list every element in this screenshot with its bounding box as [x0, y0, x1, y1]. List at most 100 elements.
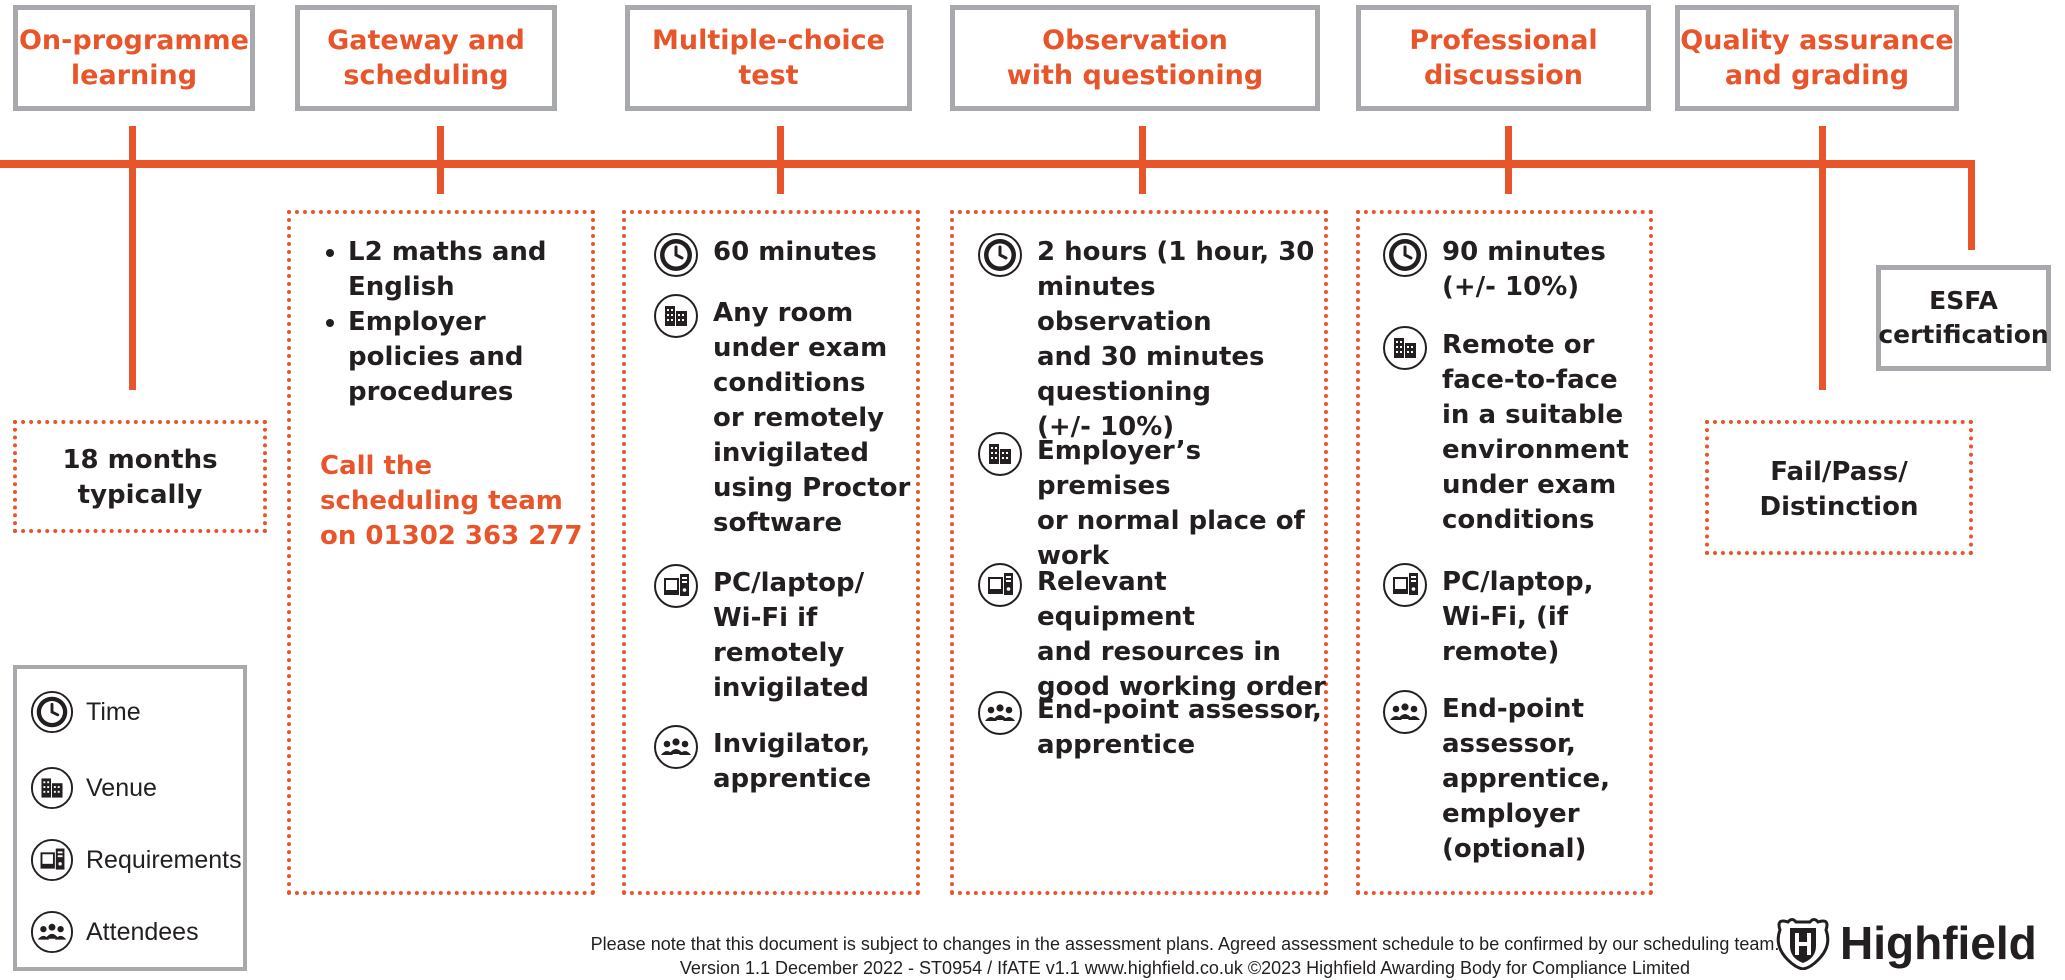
stage-discussion: Professional discussion: [1356, 5, 1651, 111]
stage-title: Gateway and: [327, 24, 525, 56]
footer-line: Please note that this document is subjec…: [590, 934, 1780, 954]
stage-observation: Observation with questioning: [950, 5, 1320, 111]
stage-mcq: Multiple-choice test: [625, 5, 912, 111]
stage-on-programme: On-programme learning: [13, 5, 255, 111]
mcq-attendees: Invigilator,apprentice: [713, 729, 872, 794]
stage-title: Observation: [1042, 24, 1228, 56]
legend-time: Time: [30, 690, 141, 734]
grade-line: Fail/Pass/: [1770, 457, 1908, 487]
people-icon: [30, 910, 74, 954]
footer-line: Version 1.1 December 2022 - ST0954 / IfA…: [679, 958, 1691, 978]
stage-title: Professional: [1409, 24, 1598, 56]
mcq-time: 60 minutes: [713, 237, 877, 267]
connector-qa: [1819, 126, 1826, 390]
legend-label: Venue: [86, 773, 157, 802]
legend-label: Attendees: [86, 917, 199, 946]
qa-grade-box: [1705, 420, 1973, 555]
on-programme-duration-box: [13, 420, 267, 533]
building-icon: [977, 431, 1023, 477]
mcq-panel: [622, 210, 920, 895]
stage-title: Quality assurance: [1680, 24, 1954, 56]
stage-title: On-programme: [18, 24, 249, 56]
duration-line: 18 months: [62, 445, 218, 475]
legend-venue: Venue: [30, 766, 157, 810]
stage-title: discussion: [1423, 60, 1584, 91]
legend-attendees: Attendees: [30, 910, 199, 954]
people-icon: [977, 690, 1023, 736]
connector-on-programme-down: [129, 166, 136, 390]
stage-title: with questioning: [1006, 60, 1264, 91]
stage-title: learning: [70, 60, 198, 91]
stage-title: scheduling: [343, 60, 509, 91]
computer-icon: [1382, 562, 1428, 608]
qa-grades: Fail/Pass/ Distinction: [1705, 455, 1973, 525]
esfa-line: certification: [1878, 320, 2049, 349]
building-icon: [1382, 325, 1428, 371]
computer-icon: [653, 563, 699, 609]
people-icon: [1382, 689, 1428, 735]
shield-icon: [1776, 918, 1830, 970]
observation-attendees: End-point assessor,apprentice: [1037, 695, 1322, 760]
timeline-bar: [0, 160, 1975, 168]
legend: [13, 665, 247, 971]
observation-attendees-row: End-point assessor,apprentice: [977, 693, 1327, 763]
stage-qa: Quality assurance and grading: [1675, 5, 1959, 111]
on-programme-duration: 18 months typically: [13, 443, 267, 513]
stage-gateway: Gateway and scheduling: [295, 5, 557, 111]
logo-text: Highfield: [1840, 917, 2037, 969]
legend-label: Time: [86, 697, 141, 726]
grade-line: Distinction: [1759, 492, 1919, 522]
observation-panel: [950, 210, 1328, 895]
building-icon: [653, 293, 699, 339]
stage-title: Multiple-choice test: [652, 24, 885, 91]
connector-mcq: [777, 126, 784, 194]
connector-discussion: [1505, 126, 1512, 194]
people-icon: [653, 724, 699, 770]
clock-icon: [30, 690, 74, 734]
duration-line: typically: [77, 480, 203, 510]
connector-esfa: [1968, 160, 1975, 250]
legend-requirements: Requirements: [30, 838, 242, 882]
esfa-line: ESFA: [1929, 286, 1998, 315]
discussion-panel: [1356, 210, 1653, 895]
esfa-certification-box: ESFA certification: [1876, 265, 2051, 371]
connector-on-programme-up: [129, 126, 136, 166]
clock-icon: [1382, 232, 1428, 278]
highfield-logo: Highfield: [1772, 916, 2037, 970]
computer-icon: [30, 838, 74, 882]
mcq-attendees-row: Invigilator,apprentice: [653, 727, 913, 797]
gateway-panel: [287, 210, 595, 895]
legend-label: Requirements: [86, 845, 242, 874]
connector-gateway: [437, 126, 444, 194]
clock-icon: [653, 232, 699, 278]
stage-title: and grading: [1724, 60, 1910, 91]
building-icon: [30, 766, 74, 810]
footer-note: Please note that this document is subjec…: [360, 932, 2010, 980]
computer-icon: [977, 562, 1023, 608]
discussion-time: 90 minutes(+/- 10%): [1442, 237, 1606, 302]
connector-observation: [1139, 126, 1146, 194]
mcq-time-row: 60 minutes: [653, 235, 913, 278]
discussion-time-row: 90 minutes(+/- 10%): [1382, 235, 1652, 305]
clock-icon: [977, 232, 1023, 278]
